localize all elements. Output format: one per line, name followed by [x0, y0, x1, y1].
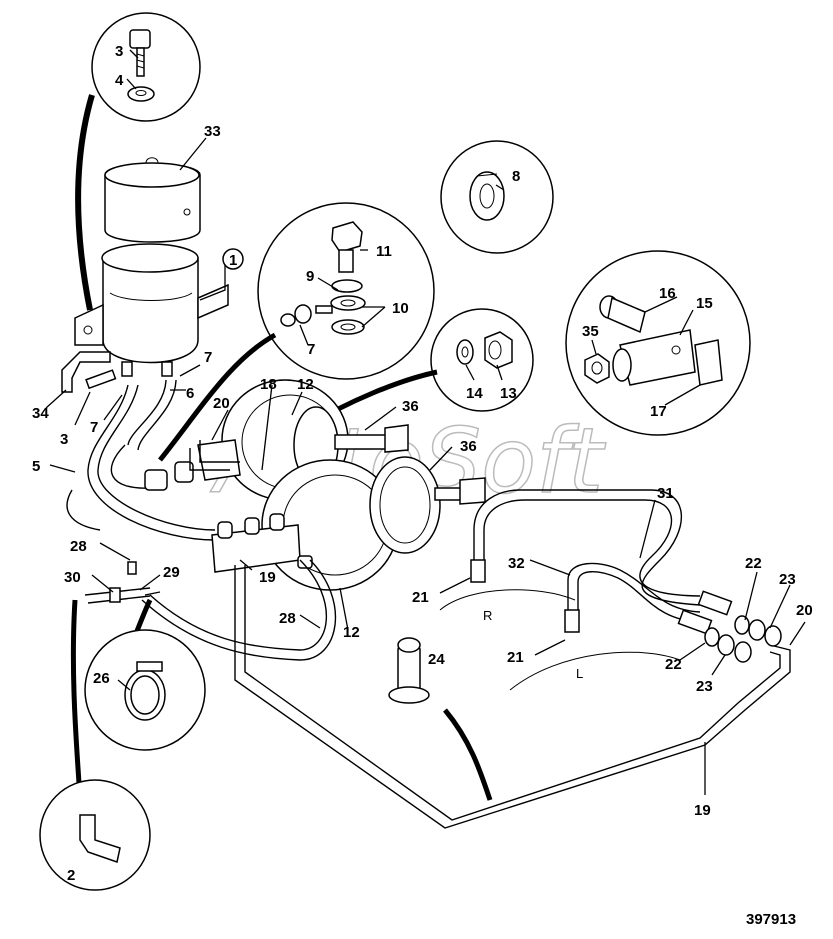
callout-24: 24	[428, 651, 445, 668]
callout-22-lower: 22	[665, 656, 682, 673]
clevis-icon	[612, 329, 696, 386]
callout-28-right: 28	[279, 610, 296, 627]
callout-6: 6	[186, 385, 194, 402]
callout-29: 29	[163, 564, 180, 581]
callout-33: 33	[204, 123, 221, 140]
callout-3-lower: 3	[60, 431, 68, 448]
callout-12-lower: 12	[343, 624, 360, 641]
callout-28-left: 28	[70, 538, 87, 555]
callout-14: 14	[466, 385, 483, 402]
reservoir-icon	[74, 157, 229, 377]
callout-10: 10	[392, 300, 409, 317]
callout-3-top: 3	[115, 43, 123, 60]
callout-11: 11	[376, 243, 392, 260]
bolt-icon	[129, 29, 151, 77]
washer-icon	[127, 86, 155, 102]
callout-26: 26	[93, 670, 110, 687]
hose-5	[87, 384, 216, 541]
clevis-pin-icon	[599, 295, 646, 334]
callout-1-circle	[222, 248, 244, 270]
small-bolt-icon	[85, 369, 117, 390]
detail-circle-clevis	[565, 250, 751, 436]
bleed-screw-icon	[280, 304, 333, 327]
pipe-28	[149, 559, 327, 651]
callout-36-upper: 36	[402, 398, 419, 415]
callout-labels: 3 4 33 1 7 6 7 3 34 5 8 11 9 10 7 14 13 …	[32, 43, 813, 928]
hose-joint-icon	[109, 587, 121, 603]
hose-end-l-icon	[564, 609, 580, 633]
callout-9: 9	[306, 268, 314, 285]
callout-8: 8	[512, 168, 520, 185]
callout-19-lower: 19	[694, 802, 711, 819]
callout-13: 13	[500, 385, 517, 402]
detail-circle-hose-clamp	[84, 629, 206, 751]
callout-34: 34	[32, 405, 49, 422]
callout-32: 32	[508, 555, 525, 572]
elbow-hose-icon	[79, 814, 121, 863]
lock-nut-icon	[584, 353, 610, 384]
detail-circle-hose-elbow	[39, 599, 151, 891]
callout-4: 4	[115, 72, 124, 89]
nut-13-icon	[484, 331, 513, 369]
side-label-r: R	[483, 608, 492, 623]
figure-number: 397913	[746, 911, 796, 928]
callout-19-upper: 19	[259, 569, 276, 586]
callout-35: 35	[582, 323, 599, 340]
callout-21-lower: 21	[507, 649, 524, 666]
hose-clamp-icon	[124, 661, 166, 721]
callout-7-detail: 7	[307, 341, 315, 358]
side-label-l: L	[576, 666, 583, 681]
union-fittings-icon	[677, 590, 782, 663]
callout-15: 15	[696, 295, 713, 312]
flexible-hose-31	[473, 489, 701, 606]
callout-23-upper: 23	[779, 571, 796, 588]
pipe-clip-icon	[388, 637, 493, 801]
callout-17: 17	[650, 403, 667, 420]
bush-icon	[469, 171, 505, 221]
callout-20-left: 20	[213, 395, 230, 412]
leader-lines	[45, 49, 806, 795]
banjo-bolt-icon	[331, 221, 363, 273]
callout-2: 2	[67, 867, 75, 884]
hose-end-r-icon	[470, 559, 486, 583]
callout-22-upper: 22	[745, 555, 762, 572]
hose-6	[127, 379, 167, 446]
detail-circle-bolt-washer	[75, 12, 201, 311]
bracket-icon	[61, 351, 111, 393]
callout-21-upper: 21	[412, 589, 429, 606]
flexible-hose-32	[567, 562, 701, 613]
callout-5: 5	[32, 458, 40, 475]
callout-23-lower: 23	[696, 678, 713, 695]
detail-circle-banjo-bolt	[158, 202, 435, 462]
detail-circle-bush	[440, 140, 554, 254]
callout-20-right: 20	[796, 602, 813, 619]
callout-12-upper: 12	[297, 376, 314, 393]
washer-14-icon	[456, 339, 474, 365]
callout-7-left: 7	[90, 419, 98, 436]
retaining-clip-icon	[694, 339, 723, 386]
callout-1: 1	[229, 252, 237, 269]
sealing-washers-icon	[330, 279, 366, 335]
callout-16: 16	[659, 285, 676, 302]
callout-18: 18	[260, 376, 277, 393]
callout-36-lower: 36	[460, 438, 477, 455]
callout-31: 31	[657, 485, 674, 502]
brake-pipe-19	[234, 565, 791, 829]
callout-30: 30	[64, 569, 81, 586]
callout-7-right: 7	[204, 349, 212, 366]
